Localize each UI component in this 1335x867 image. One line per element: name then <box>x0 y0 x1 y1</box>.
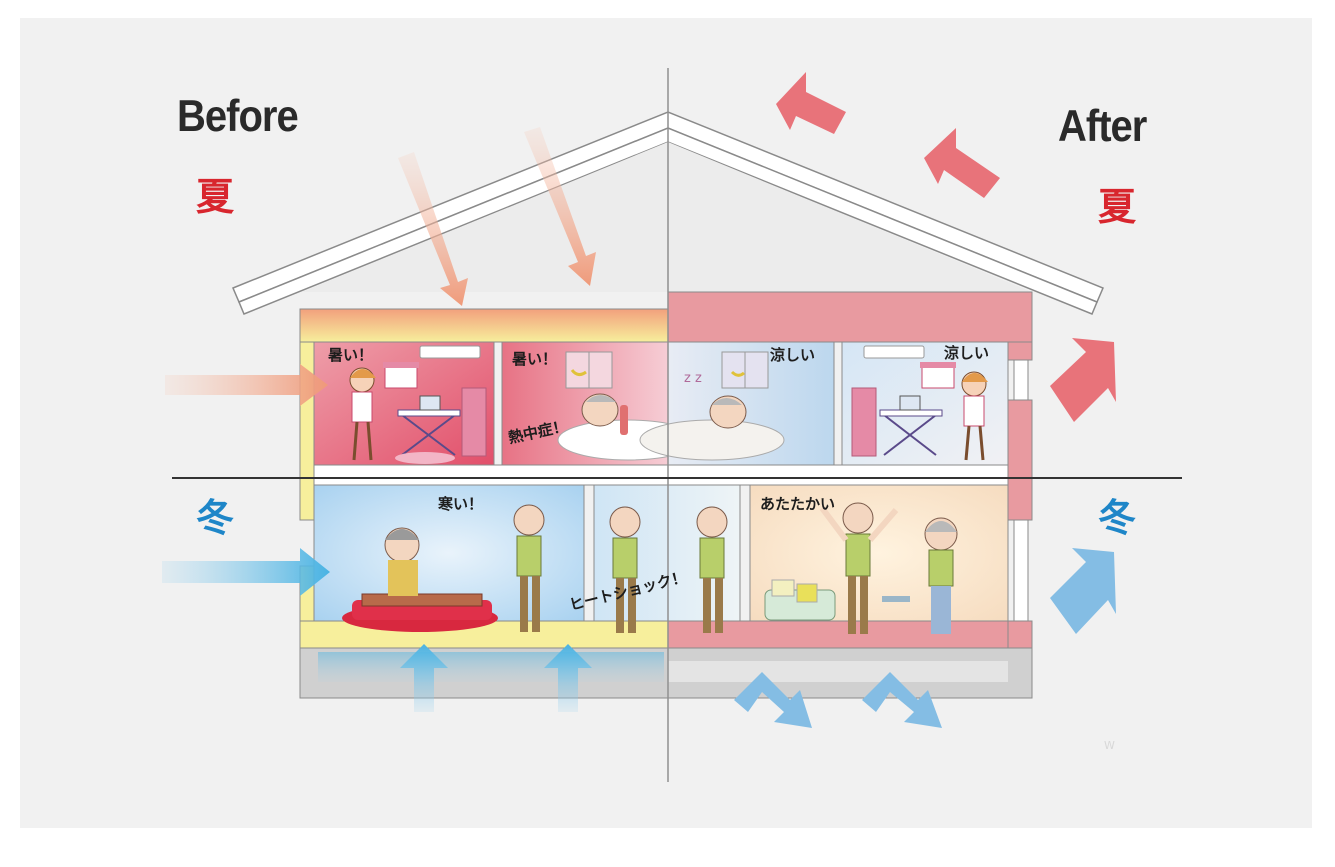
after-winter-label: 冬 <box>1098 496 1137 540</box>
cold-arrow-wall <box>162 548 330 596</box>
reflect-arrow-1 <box>776 72 846 134</box>
room-study-before <box>313 341 495 466</box>
cool-bubble-bedroom: 涼しい <box>770 346 816 364</box>
reflect-arrow-2 <box>924 128 1000 198</box>
room-living-before <box>313 484 585 632</box>
hot-bubble-bedroom: 暑い！ <box>512 350 558 368</box>
warm-bubble: あたたかい <box>760 495 836 513</box>
reflect-arrow-4 <box>1050 548 1116 634</box>
heat-arrow-roof-1 <box>398 152 468 306</box>
cold-arrow-floor-2 <box>544 644 592 712</box>
after-summer-label: 夏 <box>1098 185 1137 229</box>
room-living-after <box>749 484 1009 634</box>
reflect-arrow-6 <box>862 672 942 728</box>
mid-floor-slab <box>313 464 1009 486</box>
before-summer-label: 夏 <box>196 175 235 219</box>
cold-bubble: 寒い！ <box>438 495 484 513</box>
after-insulation-walls <box>667 291 1033 662</box>
heat-arrow-roof-2 <box>524 127 596 286</box>
heat-arrow-wall <box>165 364 328 406</box>
room-bedroom-after: z z <box>639 341 835 466</box>
before-heading: Before <box>177 91 299 142</box>
room-study-after <box>841 341 1009 466</box>
cold-arrow-floor-1 <box>400 644 448 712</box>
cool-bubble-study: 涼しい <box>944 344 990 362</box>
before-winter-label: 冬 <box>196 496 235 540</box>
room-hallway <box>593 484 741 633</box>
svg-text:z z: z z <box>684 371 702 386</box>
watermark: W <box>1104 739 1115 752</box>
reflect-arrow-5 <box>734 672 812 728</box>
reflect-arrow-3 <box>1050 338 1116 422</box>
side-window <box>1013 359 1029 401</box>
after-heading: After <box>1058 101 1147 152</box>
hot-bubble-study: 暑い！ <box>328 346 374 364</box>
